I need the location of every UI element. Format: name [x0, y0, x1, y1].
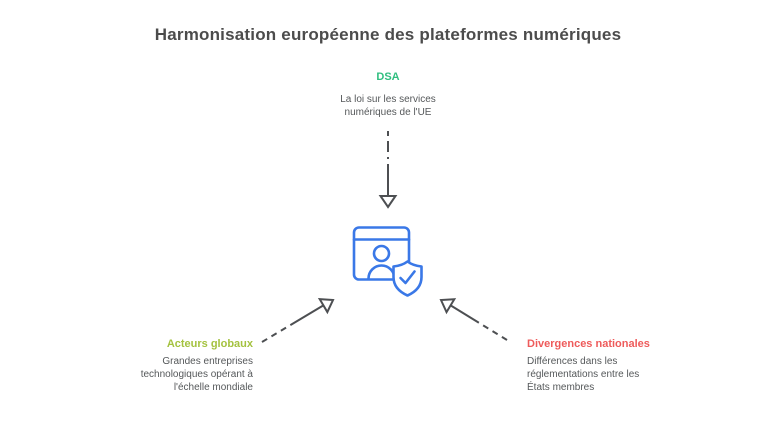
- browser-user-shield-check-icon: [352, 226, 423, 297]
- national-divergences-description: Différences dans les réglementations ent…: [527, 356, 640, 393]
- user-head-icon: [372, 244, 391, 263]
- dsa-description: La loi sur les services numériques de l'…: [340, 94, 436, 118]
- national-divergences-node: Divergences nationales Différences dans …: [527, 338, 687, 394]
- arrow-dsa-to-platform-icon: [378, 131, 398, 209]
- dsa-label: DSA: [376, 71, 400, 83]
- dsa-node: DSA La loi sur les services numériques d…: [0, 71, 776, 119]
- arrow-national-divergences-to-platform-icon: [439, 298, 508, 341]
- diagram-title: Harmonisation européenne des plateformes…: [154, 25, 622, 44]
- arrow-global-actors-to-platform-icon: [261, 298, 335, 343]
- check-icon: [399, 270, 416, 285]
- user-shoulders-icon: [367, 264, 396, 280]
- national-divergences-label: Divergences nationales: [527, 338, 650, 350]
- global-actors-node: Acteurs globaux Grandes entreprises tech…: [93, 338, 253, 394]
- global-actors-label: Acteurs globaux: [166, 338, 253, 350]
- browser-window-icon: [352, 226, 411, 281]
- global-actors-description: Grandes entreprises technologiques opéra…: [140, 356, 253, 393]
